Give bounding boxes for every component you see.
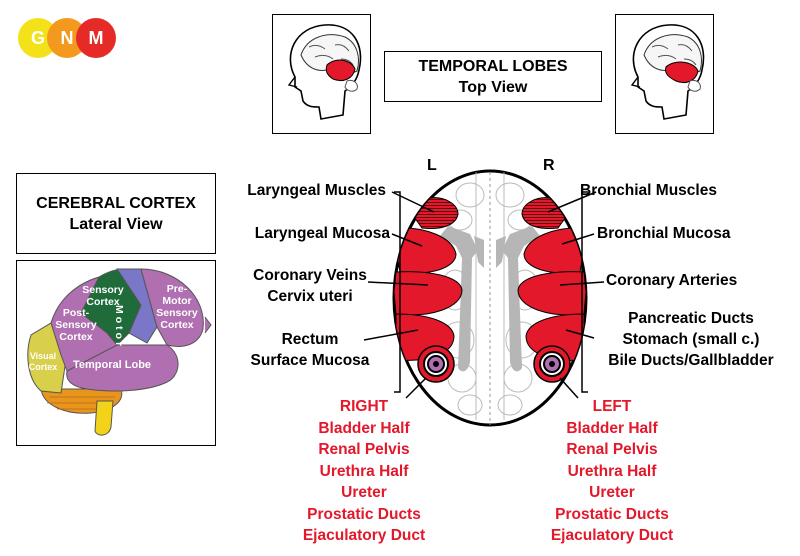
right-head-panel (615, 14, 714, 134)
list-item: Renal Pelvis (318, 441, 410, 458)
cerebral-cortex-title-box: CEREBRAL CORTEX Lateral View (16, 173, 216, 254)
logo-m: M (76, 18, 116, 58)
left-bladder-relay (533, 345, 571, 383)
right-bladder-relay (417, 345, 455, 383)
label-coronary-arteries: Coronary Arteries (606, 272, 738, 289)
list-item: Prostatic Ducts (555, 505, 669, 523)
list-item: Ejaculatory Duct (302, 527, 426, 544)
list-item: Urethra Half (319, 462, 409, 480)
motor-label: Motor (113, 305, 125, 350)
label-laryngeal-mucosa: Laryngeal Mucosa (254, 225, 390, 242)
list-item: RIGHT (339, 398, 389, 415)
leader-lines (363, 191, 605, 399)
list-item: Renal Pelvis (566, 441, 658, 458)
right-ventricle (502, 226, 540, 372)
left-ventricle (440, 226, 478, 372)
left-organs-list: LEFT Bladder Half Renal Pelvis Urethra H… (532, 396, 692, 547)
left-side-marker: L (427, 157, 437, 174)
list-item: Prostatic Ducts (307, 505, 421, 523)
label-laryngeal-muscles: Laryngeal Muscles (247, 182, 386, 199)
cortex-title-line-2: Lateral View (69, 215, 163, 233)
label-bronchial-mucosa: Bronchial Mucosa (597, 225, 731, 242)
label-rectum: Rectum (281, 331, 339, 348)
label-coronary-veins: Coronary Veins (253, 267, 367, 284)
right-bracket (581, 191, 588, 393)
title-line-1: TEMPORAL LOBES (418, 57, 568, 75)
list-item: Ureter (341, 484, 387, 501)
head-profile-illustration (630, 24, 705, 120)
title-line-2: Top View (458, 78, 528, 96)
temporal-lobe-label: Temporal Lobe (73, 359, 152, 371)
right-side-marker: R (543, 157, 555, 174)
list-item: LEFT (592, 398, 632, 415)
label-bronchial-muscles: Bronchial Muscles (580, 182, 717, 199)
left-head-panel (272, 14, 371, 134)
label-stomach: Stomach (small c.) (622, 331, 760, 348)
label-pancreatic-ducts: Pancreatic Ducts (628, 310, 754, 327)
bronchial-muscles-relay (521, 197, 569, 229)
laryngeal-muscles-relay (411, 197, 459, 229)
brain-stem (94, 400, 114, 436)
temporal-lobe-region (66, 344, 179, 392)
list-item: Urethra Half (567, 462, 657, 480)
list-item: Ureter (589, 484, 635, 501)
head-profile-illustration (287, 24, 362, 120)
list-item: Bladder Half (318, 419, 410, 437)
lateral-brain-illustration (27, 268, 212, 436)
temporal-lobes-title-box: TEMPORAL LOBES Top View (384, 51, 602, 102)
premotor-cortex-region (140, 268, 204, 347)
left-bracket (394, 191, 401, 393)
list-item: Ejaculatory Duct (550, 527, 674, 544)
label-surface-mucosa: Surface Mucosa (250, 352, 370, 369)
cortex-title-line-1: CEREBRAL CORTEX (36, 194, 196, 212)
list-item: Bladder Half (566, 419, 658, 437)
label-bile-ducts: Bile Ducts/Gallbladder (608, 352, 774, 369)
stomach-relay (525, 313, 585, 361)
label-cervix-uteri: Cervix uteri (267, 288, 353, 305)
right-organs-list: RIGHT Bladder Half Renal Pelvis Urethra … (284, 396, 444, 547)
